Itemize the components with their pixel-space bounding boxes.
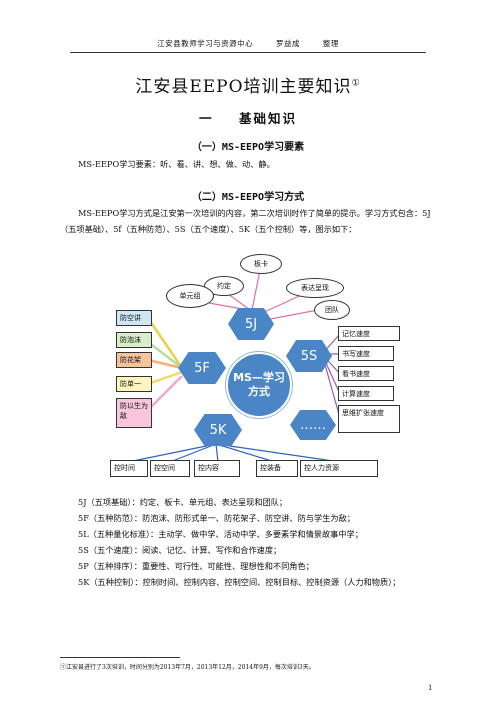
f-item-paomo: 防泡沫 xyxy=(116,332,152,348)
summary-line-5k: 5K（五种控制）：控制时间、控制内容、控制空间、控制目标、控制资源（人力和物质）… xyxy=(78,577,401,587)
center-ms-learning: MS—学习方式 xyxy=(226,352,292,418)
hex-5s: 5S xyxy=(286,340,332,372)
header-role: 整理 xyxy=(322,39,339,48)
footnote-rule xyxy=(60,657,180,658)
summary-line-5j: 5J（五项基础）：约定、板卡、单元组、表达呈现和团队； xyxy=(78,497,288,507)
subheading-methods: （二）MS-EEPO学习方式 xyxy=(191,192,305,203)
hex-more: …… xyxy=(290,410,336,440)
j-item-biaoda: 表达呈现 xyxy=(286,278,344,298)
section-number: 一 xyxy=(199,111,214,126)
s-item-calc: 计算速度 xyxy=(338,386,394,401)
j-item-danyuanzu: 单元组 xyxy=(166,284,214,308)
page-header: 江安县教师学习与资源中心 罗益成 整理 xyxy=(0,38,496,49)
k-item-resources: 控人力资源 xyxy=(300,460,378,477)
section-label: 基础知识 xyxy=(238,111,297,126)
j-item-tuandui: 团队 xyxy=(314,300,350,320)
summary-line-5l: 5L（五种量化标准）：主动学、做中学、活动中学、多要素学和情景故事中学； xyxy=(78,529,363,539)
j-item-banka: 板卡 xyxy=(240,254,282,274)
title-footnote-mark: ① xyxy=(351,78,361,89)
f-item-kongjiang: 防空讲 xyxy=(116,310,152,326)
summary-line-5f: 5F（五种防范）：防泡沫、防形式单一、防花架子、防空讲、防与学生为敌； xyxy=(78,513,355,523)
paragraph-methods: MS-EEPO学习方式是江安第一次培训的内容，第二次培训时作了简单的提示。学习方… xyxy=(60,208,431,234)
f-item-weidi: 防以生为敌 xyxy=(116,398,152,428)
hex-5f: 5F xyxy=(178,352,226,384)
s-item-reading: 看书速度 xyxy=(338,366,394,381)
subheading-elements: （一）MS-EEPO学习要素 xyxy=(191,142,305,153)
k-item-space: 控空间 xyxy=(150,460,190,477)
title-text: 江安县EEPO培训主要知识 xyxy=(135,77,352,97)
f-item-danyi: 防单一 xyxy=(116,376,152,392)
summary-list: 5J（五项基础）：约定、板卡、单元组、表达呈现和团队； 5F（五种防范）：防泡沫… xyxy=(60,494,440,590)
hex-5j: 5J xyxy=(228,308,274,340)
header-org: 江安县教师学习与资源中心 xyxy=(157,39,254,48)
hex-5k: 5K xyxy=(194,414,242,446)
s-item-memory: 记忆速度 xyxy=(338,326,400,341)
section-heading: 一 基础知识 xyxy=(0,108,496,127)
learning-methods-diagram: 板卡 约定 表达呈现 单元组 团队 记忆速度 书写速度 看书速度 计算速度 思维… xyxy=(100,248,430,488)
page-title: 江安县EEPO培训主要知识① xyxy=(0,72,496,97)
k-item-content: 控内容 xyxy=(194,460,240,477)
paragraph-elements: MS-EEPO学习要素：听、看、讲、想、做、动、静。 xyxy=(78,159,275,169)
summary-line-5p: 5P（五种排序）：重要性、可行性、可能性、理想性和不同角色； xyxy=(78,561,314,571)
footnote: ①江安县进行了3次培训，时间分别为2013年7月，2013年12月，2014年9… xyxy=(60,664,315,671)
header-rule xyxy=(70,52,426,53)
k-item-time: 控时间 xyxy=(110,460,148,477)
header-name: 罗益成 xyxy=(276,39,300,48)
s-item-writing: 书写速度 xyxy=(338,346,394,361)
page-number: 1 xyxy=(428,684,433,692)
s-item-thinking: 思维扩张速度 xyxy=(338,405,400,433)
k-item-equipment: 控装备 xyxy=(256,460,298,477)
f-item-huajia: 防花架 xyxy=(116,352,152,368)
summary-line-5s: 5S（五个速度）：阅读、记忆、计算、写作和合作速度； xyxy=(78,545,282,555)
